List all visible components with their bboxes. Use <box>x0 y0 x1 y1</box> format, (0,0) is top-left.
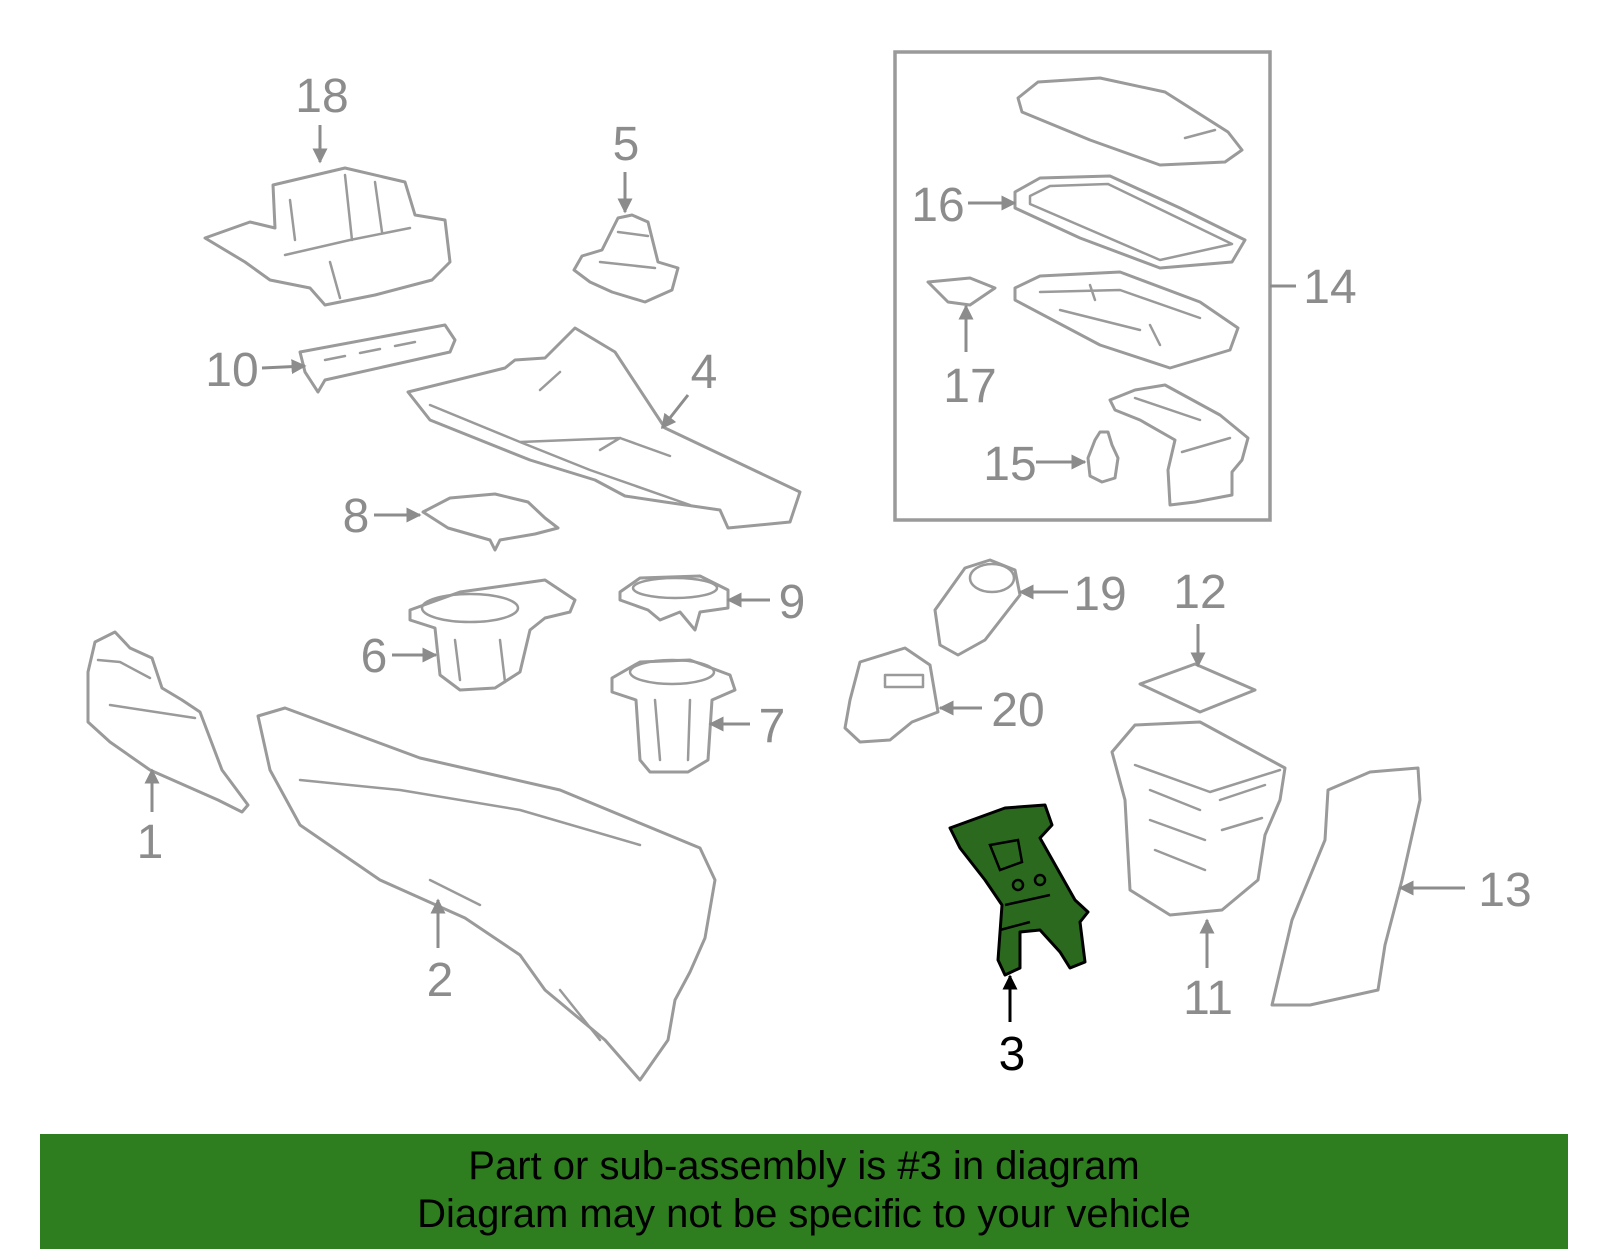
callout-5: 5 <box>613 118 640 171</box>
callout-13: 13 <box>1478 864 1531 917</box>
callout-8: 8 <box>343 490 370 543</box>
part-6-cup-holder[interactable] <box>408 578 577 692</box>
part-10-trim-strip[interactable] <box>298 323 457 394</box>
part-17-clip[interactable] <box>926 276 997 307</box>
callout-2: 2 <box>427 954 454 1007</box>
callout-16: 16 <box>911 179 964 232</box>
callout-1: 1 <box>137 816 164 869</box>
parts-diagram: 18 5 10 4 8 9 6 7 1 2 3 19 20 12 13 11 1… <box>86 50 1532 1082</box>
part-4-console-panel[interactable] <box>406 326 802 530</box>
part-14-lid-top[interactable] <box>1016 76 1244 167</box>
part-5-shift-boot[interactable] <box>572 213 680 304</box>
part-14-hinge-bracket[interactable] <box>1108 383 1250 507</box>
callout-9: 9 <box>779 576 806 629</box>
part-9-ring[interactable] <box>618 574 730 632</box>
info-banner: Part or sub-assembly is #3 in diagram Di… <box>40 1134 1568 1249</box>
callout-20: 20 <box>991 684 1044 737</box>
part-7-cup-holder[interactable] <box>610 658 737 774</box>
part-16-lid-pad[interactable] <box>1013 174 1247 270</box>
part-14-lid-frame[interactable] <box>1013 270 1240 370</box>
callout-7: 7 <box>759 700 786 753</box>
callout-19: 19 <box>1073 568 1126 621</box>
banner-line-1: Part or sub-assembly is #3 in diagram <box>468 1144 1140 1188</box>
part-15-clip[interactable] <box>1086 430 1120 484</box>
part-12-mat[interactable] <box>1138 662 1257 714</box>
part-13-side-panel[interactable] <box>1270 766 1422 1007</box>
part-19-usb-socket[interactable] <box>933 558 1022 657</box>
part-20-switch[interactable] <box>843 646 940 744</box>
part-8-cup-holder-insert[interactable] <box>421 492 560 552</box>
callout-10: 10 <box>205 344 258 397</box>
callout-15: 15 <box>983 438 1036 491</box>
part-18-upper-panel[interactable] <box>203 166 452 307</box>
callout-3: 3 <box>999 1028 1026 1081</box>
part-1-side-panel[interactable] <box>86 630 250 814</box>
part-2-console-body[interactable] <box>256 706 717 1082</box>
callout-11: 11 <box>1183 972 1233 1025</box>
callout-17: 17 <box>943 360 996 413</box>
callout-4: 4 <box>691 346 718 399</box>
callout-leaders <box>144 125 1465 1022</box>
banner-line-2: Diagram may not be specific to your vehi… <box>417 1192 1191 1236</box>
callout-14: 14 <box>1303 261 1356 314</box>
callout-6: 6 <box>361 630 388 683</box>
callout-18: 18 <box>295 70 348 123</box>
part-3-bracket-highlighted[interactable] <box>948 803 1090 977</box>
part-11-storage-box[interactable] <box>1110 720 1287 917</box>
callout-12: 12 <box>1173 566 1226 619</box>
